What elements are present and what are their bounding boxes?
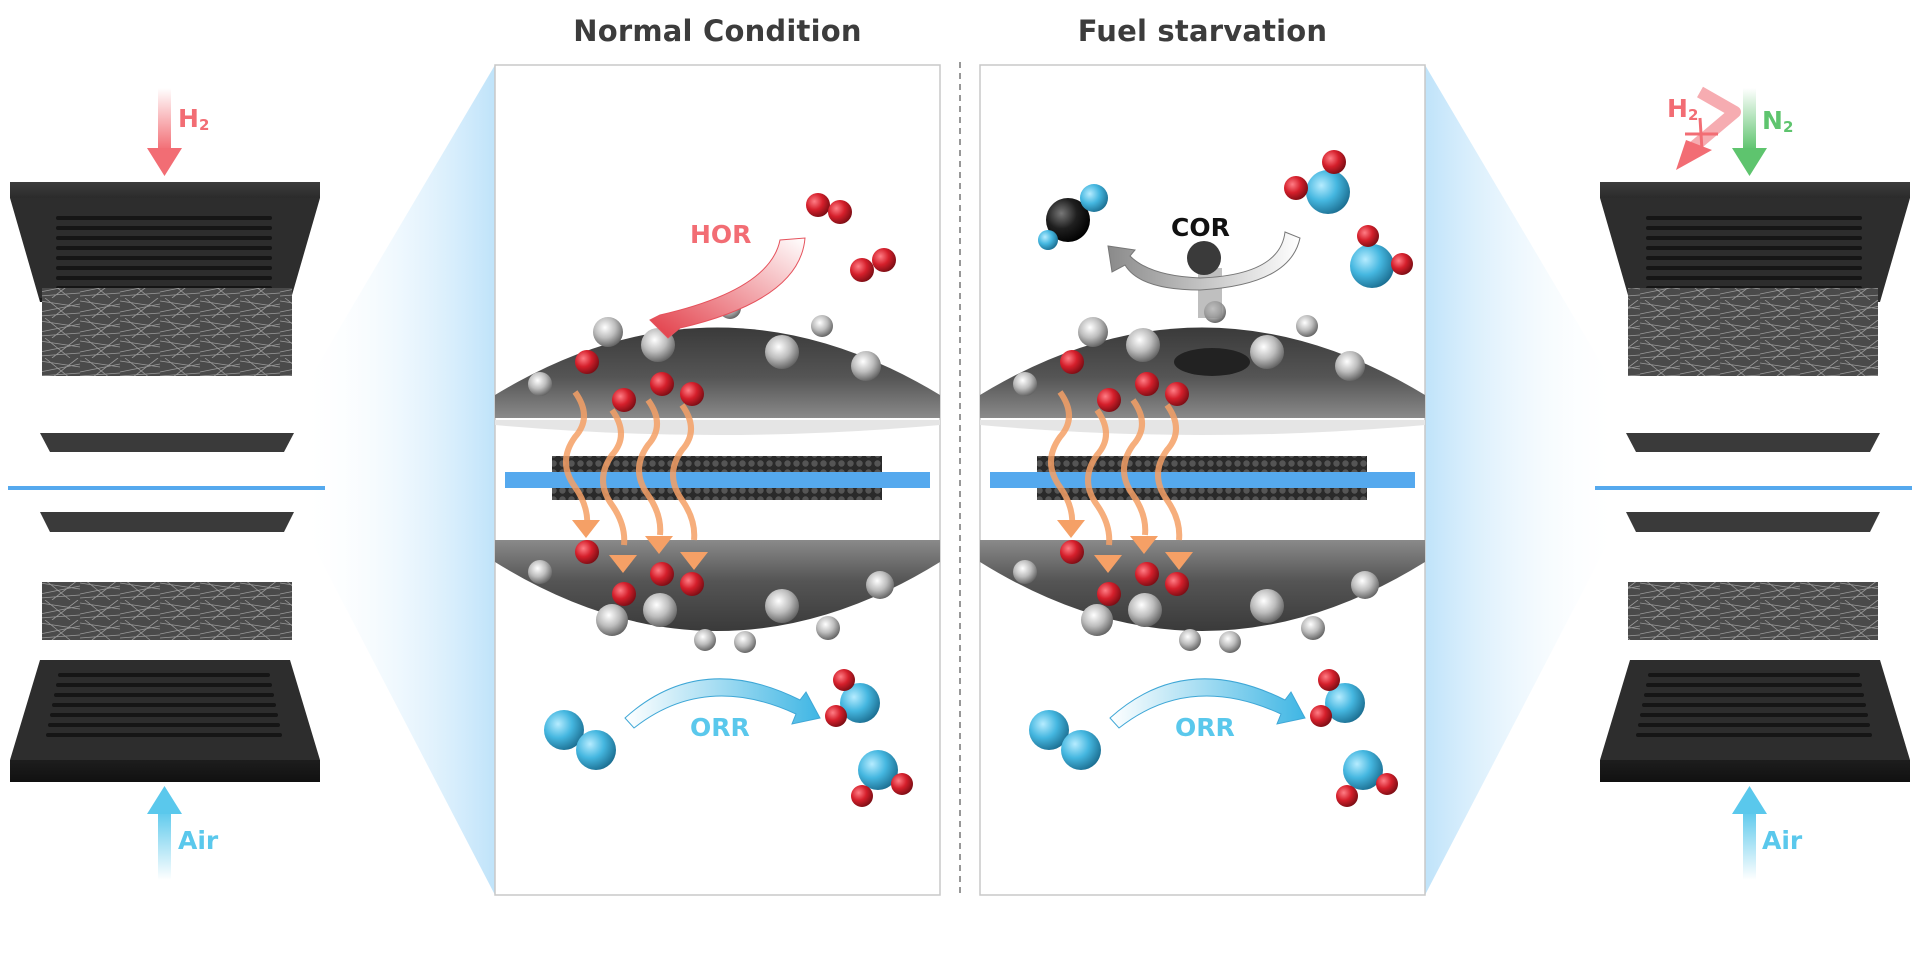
title-fuel-starvation: Fuel starvation xyxy=(1077,14,1328,48)
carbon-corrosion-crater xyxy=(1174,348,1250,376)
normal-condition-panel xyxy=(494,64,941,896)
title-normal-condition: Normal Condition xyxy=(573,14,862,48)
o2-molecule xyxy=(1029,710,1101,770)
label-hor: HOR xyxy=(690,220,752,249)
label-h2-left: H2 xyxy=(178,104,210,134)
gas-diffusion-layer-bottom-left xyxy=(42,582,292,640)
air-inlet-arrow-left xyxy=(147,786,182,880)
proton-transport-arrows-starvation xyxy=(1048,390,1183,546)
bipolar-plate-bottom-left xyxy=(10,660,320,782)
label-air-right: Air xyxy=(1762,826,1803,855)
label-air-left: Air xyxy=(178,826,219,855)
gas-diffusion-layer-bottom-right xyxy=(1628,582,1878,640)
zoom-projection-right xyxy=(1425,65,1620,895)
protons-top-starvation xyxy=(1060,350,1189,412)
left-fuel-cell-stack xyxy=(8,88,325,880)
proton-arrowheads-starvation xyxy=(1057,520,1193,573)
co-molecule xyxy=(1038,184,1108,250)
fuel-starvation-panel xyxy=(979,64,1426,896)
membrane-zoom-starvation xyxy=(990,472,1415,488)
platinum-particles-bottom-normal xyxy=(528,560,894,653)
protons-bottom-normal xyxy=(575,540,704,606)
label-n2-right: N2 xyxy=(1762,106,1794,136)
h2-molecule xyxy=(850,248,896,282)
co2-molecule xyxy=(1284,150,1350,214)
catalyst-layer-top-right xyxy=(1626,433,1880,452)
catalyst-layer-bottom-right xyxy=(1626,512,1880,532)
protons-bottom-starvation xyxy=(1060,540,1189,606)
bipolar-plate-top-right xyxy=(1600,182,1910,302)
h2-blocked-arrow-right xyxy=(1676,86,1741,170)
label-orr-normal: ORR xyxy=(690,713,750,742)
bipolar-plate-bottom-right xyxy=(1600,660,1910,782)
bipolar-plate-top-left xyxy=(10,182,320,302)
h2o-molecule xyxy=(825,669,880,727)
label-h2-right: H2 xyxy=(1667,94,1699,124)
carbon-particle xyxy=(1187,241,1221,275)
label-cor: COR xyxy=(1171,213,1230,242)
h2o-molecule xyxy=(1310,669,1365,727)
label-orr-starvation: ORR xyxy=(1175,713,1235,742)
proton-transport-arrows-normal xyxy=(563,390,698,546)
o2-molecule xyxy=(544,710,616,770)
hor-arrow xyxy=(649,237,806,339)
air-inlet-arrow-right xyxy=(1732,786,1767,880)
gas-diffusion-layer-top-right xyxy=(1628,288,1878,376)
h2o-molecule xyxy=(851,750,913,807)
orr-arrow-normal xyxy=(624,678,821,729)
cor-arrow xyxy=(1107,231,1301,291)
proton-arrowheads-normal xyxy=(572,520,708,573)
n2-inlet-arrow-right xyxy=(1732,88,1767,176)
protons-top-normal xyxy=(575,350,704,412)
catalyst-layer-top-left xyxy=(40,433,294,452)
anode-catalyst-dome-normal xyxy=(495,327,940,418)
gas-diffusion-layer-top-left xyxy=(42,288,292,376)
co2-molecule xyxy=(1350,225,1413,288)
catalyst-layer-bottom-left xyxy=(40,512,294,532)
platinum-particles-bottom-starvation xyxy=(1013,560,1379,653)
zoom-projection-left xyxy=(300,65,495,895)
orr-arrow-starvation xyxy=(1109,678,1306,729)
right-fuel-cell-stack xyxy=(1595,86,1912,880)
h2-molecule xyxy=(806,193,852,224)
h2o-molecule xyxy=(1336,750,1398,807)
h2-inlet-arrow-left xyxy=(147,88,182,176)
membrane-zoom-normal xyxy=(505,472,930,488)
